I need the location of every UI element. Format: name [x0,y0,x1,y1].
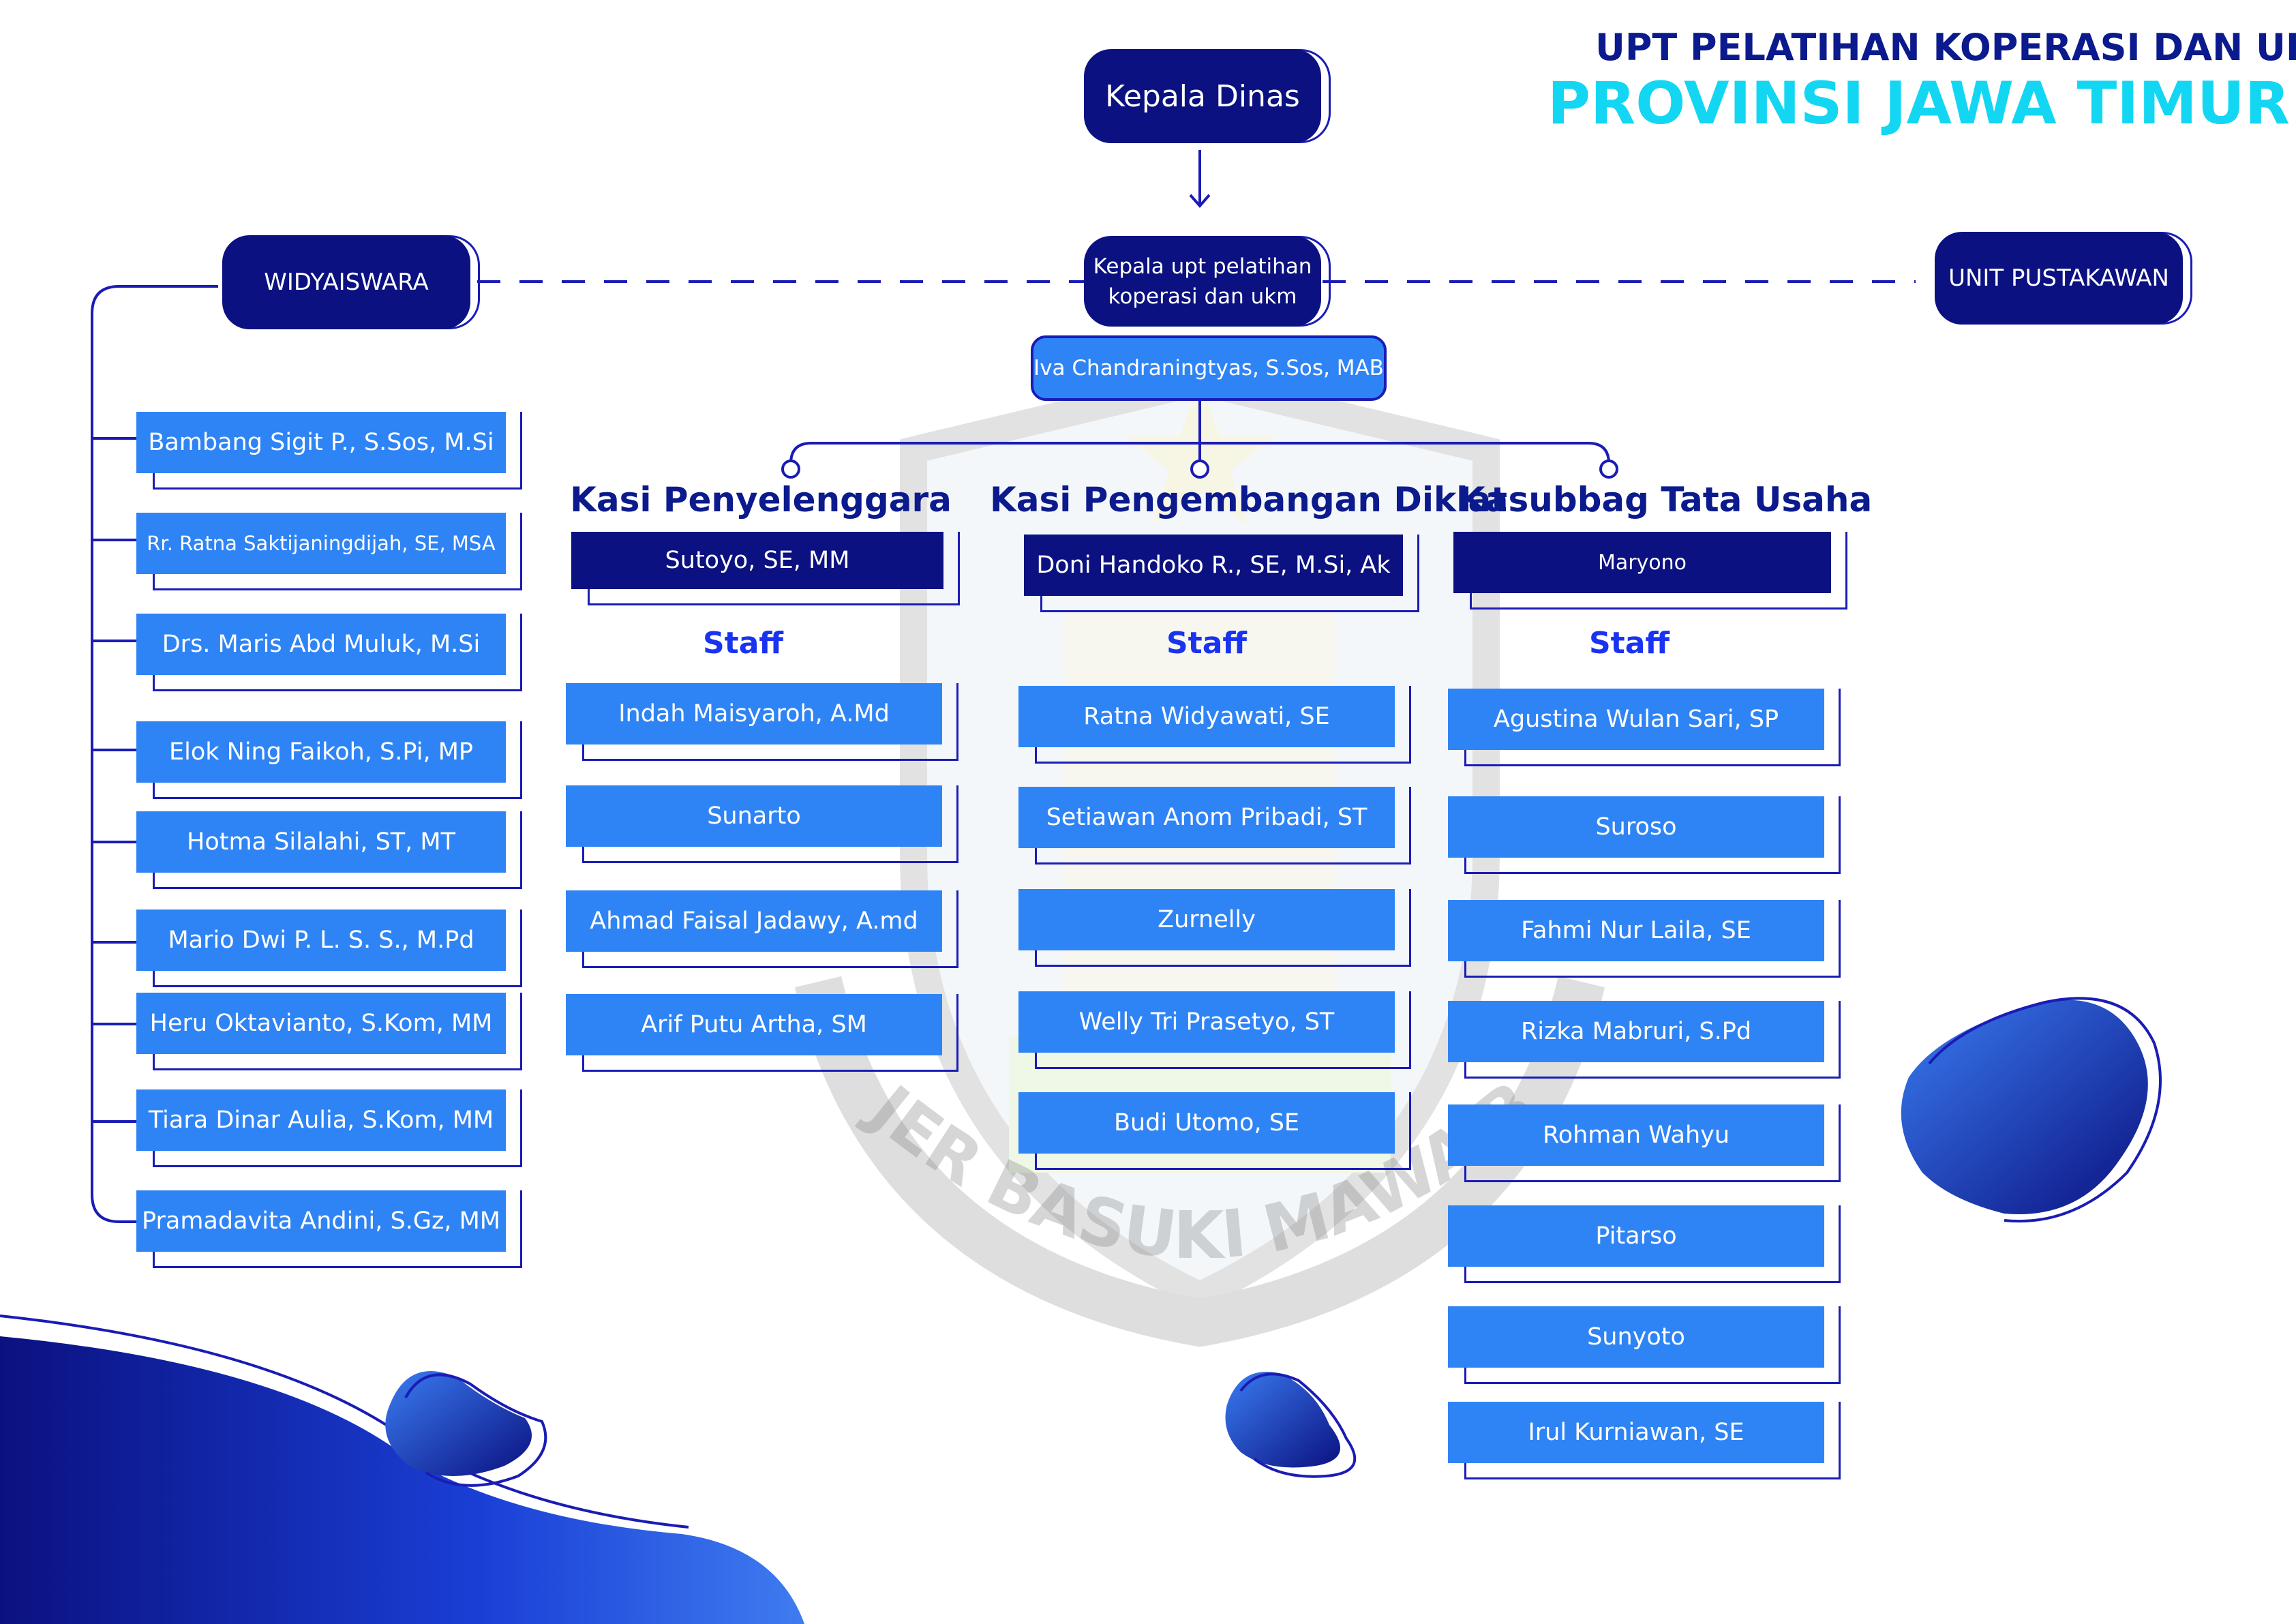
widyaiswara-member: Rr. Ratna Saktijaningdijah, SE, MSA [136,513,522,590]
unit-pustakawan-node: UNIT PUSTAKAWAN [1935,232,2192,333]
widyaiswara-member: Hotma Silalahi, ST, MT [136,811,522,889]
widyaiswara-member: Drs. Maris Abd Muluk, M.Si [136,614,522,691]
widyaiswara-label: WIDYAISWARA [222,235,470,329]
staff-label-pengembangan: Staff [1166,626,1248,661]
widyaiswara-member: Bambang Sigit P., S.Sos, M.Si [136,412,522,490]
widyaiswara-member: Tiara Dinar Aulia, S.Kom, MM [136,1089,522,1167]
staff-member: Pitarso [1448,1205,1841,1283]
staff-member: Sunyoto [1448,1306,1841,1384]
staff-label-penyelenggara: Staff [702,626,784,661]
staff-member: Indah Maisyaroh, A.Md [566,683,958,761]
staff-member: Ratna Widyawati, SE [1018,686,1411,764]
staff-member: Irul Kurniawan, SE [1448,1402,1841,1479]
staff-member: Ahmad Faisal Jadawy, A.md [566,890,958,968]
staff-member: Budi Utomo, SE [1018,1092,1411,1170]
staff-member: Arif Putu Artha, SM [566,994,958,1072]
staff-member: Setiawan Anom Pribadi, ST [1018,787,1411,864]
unit-pustakawan-label: UNIT PUSTAKAWAN [1935,232,2183,325]
staff-member: Sunarto [566,785,958,863]
widyaiswara-member: Mario Dwi P. L. S. S., M.Pd [136,909,522,987]
staff-member: Rohman Wahyu [1448,1104,1841,1182]
kepala-dinas-node: Kepala Dinas [1084,49,1331,151]
widyaiswara-member: Elok Ning Faikoh, S.Pi, MP [136,721,522,799]
staff-member: Suroso [1448,796,1841,874]
section-head-tata-usaha: Maryono [1453,532,1847,610]
blob-right [1901,997,2162,1223]
kepala-upt-name: Iva Chandraningtyas, S.Sos, MAB [1031,335,1387,401]
kepala-upt-node: Kepala upt pelatihan koperasi dan ukm [1084,236,1331,335]
section-head-penyelenggara: Sutoyo, SE, MM [571,532,960,605]
section-title-penyelenggara: Kasi Penyelenggara [570,480,952,520]
blob-middle [1225,1372,1357,1478]
kepala-upt-label: Kepala upt pelatihan koperasi dan ukm [1084,236,1321,327]
staff-label-tata-usaha: Staff [1588,626,1670,661]
staff-member: Welly Tri Prasetyo, ST [1018,991,1411,1069]
section-title-pengembangan: Kasi Pengembangan Diklat [990,480,1508,520]
staff-member: Agustina Wulan Sari, SP [1448,689,1841,766]
section-title-tata-usaha: Kasubbag Tata Usaha [1459,480,1873,520]
staff-member: Rizka Mabruri, S.Pd [1448,1001,1841,1079]
widyaiswara-member: Heru Oktavianto, S.Kom, MM [136,993,522,1070]
header-line-1: UPT PELATIHAN KOPERASI DAN UKM [1595,26,2296,69]
section-head-pengembangan: Doni Handoko R., SE, M.Si, Ak [1024,535,1419,612]
widyaiswara-node: WIDYAISWARA [222,235,480,337]
kepala-dinas-label: Kepala Dinas [1084,49,1321,143]
widyaiswara-member: Pramadavita Andini, S.Gz, MM [136,1190,522,1268]
staff-member: Zurnelly [1018,889,1411,967]
staff-member: Fahmi Nur Laila, SE [1448,900,1841,978]
blob-left [385,1371,547,1487]
header-line-2: PROVINSI JAWA TIMUR [1547,70,2290,138]
